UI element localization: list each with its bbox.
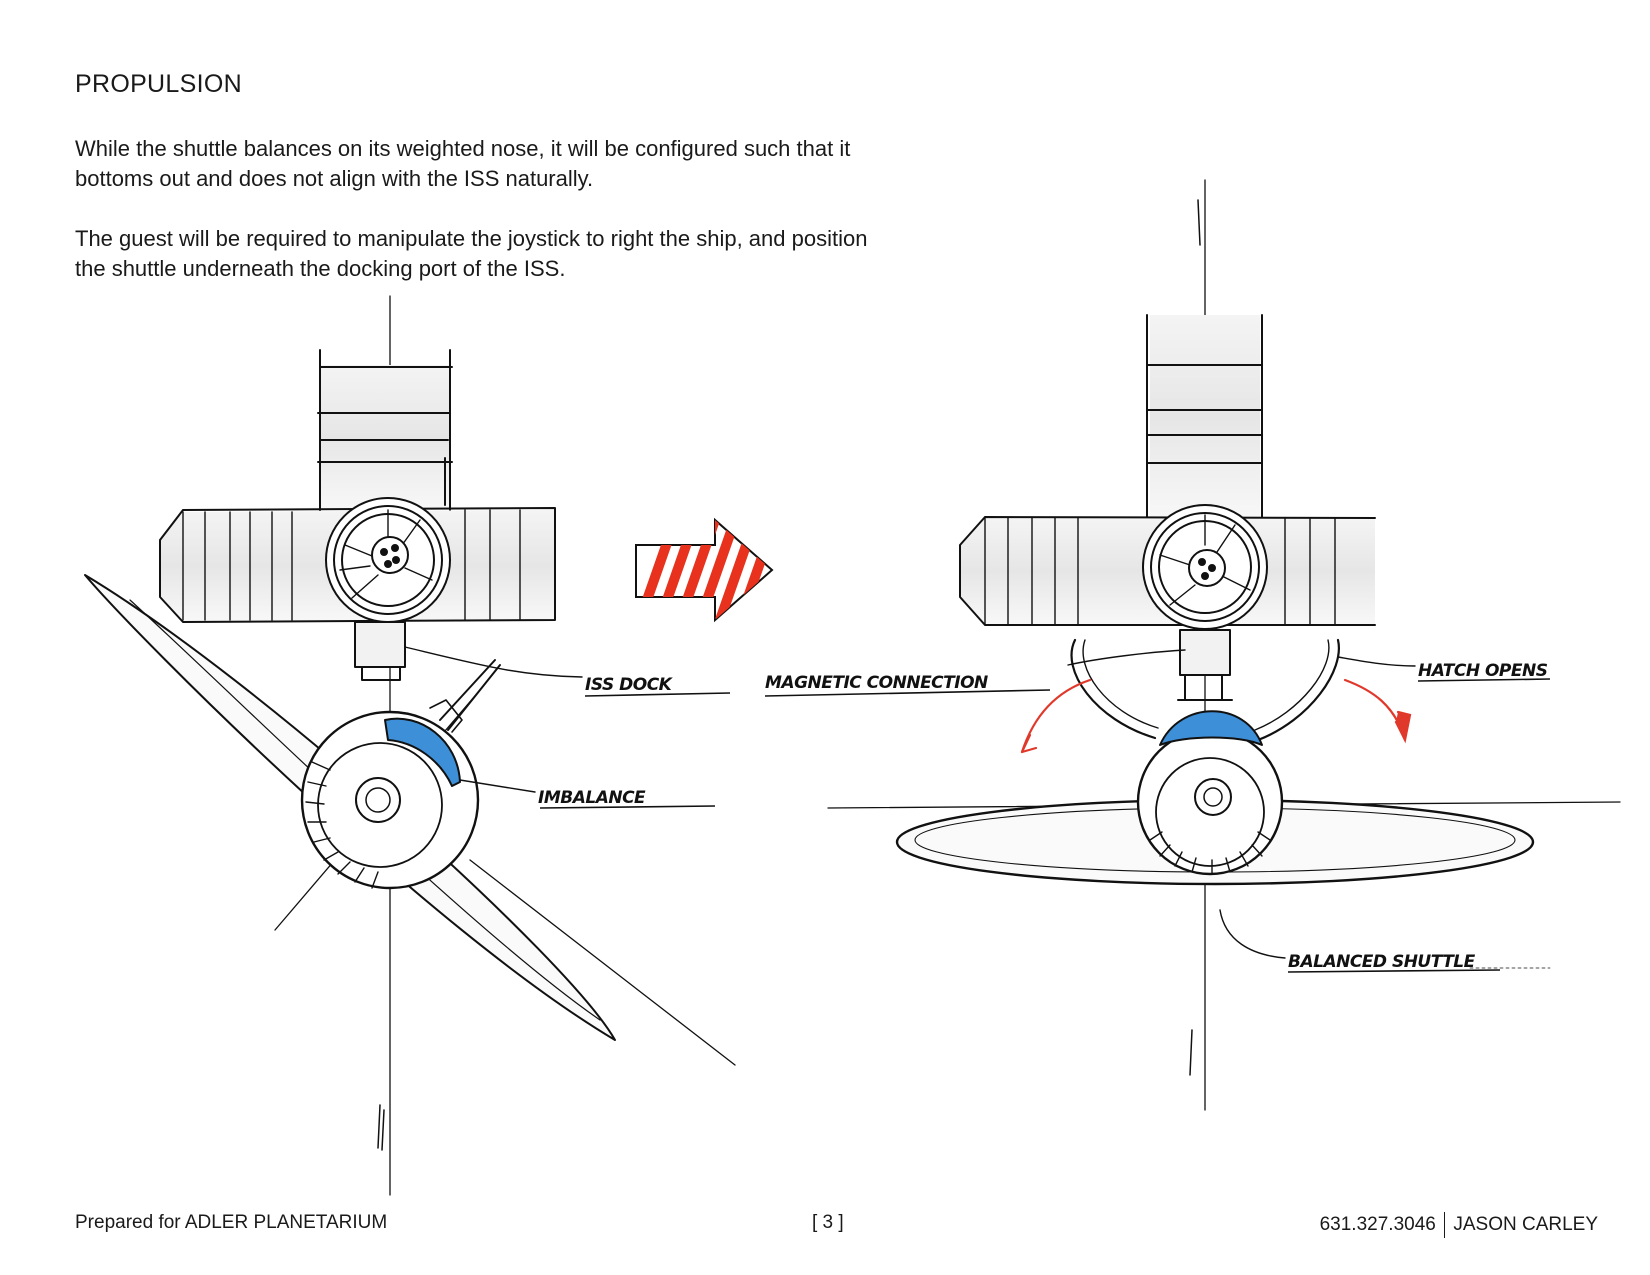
left-sketch: [84, 295, 736, 1196]
label-iss-dock: ISS DOCK: [585, 675, 674, 695]
right-hatch-arc: [1343, 678, 1407, 742]
footer-prepared-for: Prepared for ADLER PLANETARIUM: [75, 1212, 388, 1233]
label-magnetic-connection: MAGNETIC CONNECTION: [765, 673, 988, 693]
right-sketch: [827, 179, 1621, 1111]
left-iss-body: [159, 497, 556, 681]
hatch-open-indicators: [1020, 678, 1412, 754]
left-iss-module: [317, 349, 453, 511]
footer-contact: 631.327.3046 JASON CARLEY: [1320, 1212, 1598, 1238]
label-hatch-opens: HATCH OPENS: [1418, 661, 1548, 681]
right-iss-body: [959, 504, 1376, 701]
left-tilted-shuttle: [84, 574, 736, 1066]
label-imbalance: IMBALANCE: [538, 788, 646, 808]
page-title: PROPULSION: [75, 70, 242, 98]
footer-page-number: [ 3 ]: [812, 1212, 844, 1233]
instructions-paragraph: The guest will be required to manipulate…: [75, 226, 868, 281]
left-hatch-arm: [1070, 638, 1157, 740]
footer-name: JASON CARLEY: [1453, 1214, 1598, 1235]
left-blue-dome: [384, 717, 461, 787]
intro-paragraph: While the shuttle balances on its weight…: [75, 136, 851, 191]
direction-arrow: [635, 517, 774, 623]
right-hatch-arm: [1256, 638, 1340, 742]
right-blue-dome: [1159, 710, 1263, 746]
footer-divider: [1443, 1212, 1446, 1238]
label-balanced-shuttle: BALANCED SHUTTLE: [1288, 952, 1476, 972]
right-iss-module: [1146, 314, 1263, 521]
right-balanced-shuttle: [895, 710, 1535, 886]
footer-phone: 631.327.3046: [1319, 1214, 1436, 1235]
